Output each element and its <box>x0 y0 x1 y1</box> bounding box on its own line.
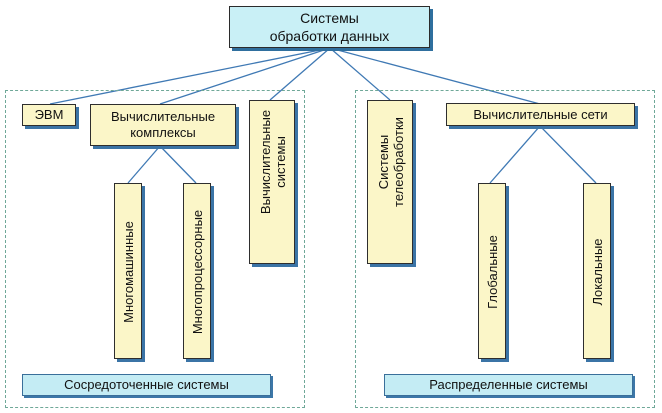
node-global-label: Глобальные <box>484 235 500 309</box>
left-group-frame <box>5 90 305 408</box>
node-evm-label: ЭВМ <box>34 107 64 122</box>
node-computing-networks-label: Вычислительные сети <box>473 106 608 122</box>
root-node-line2: обработки данных <box>269 28 390 44</box>
right-group-caption-text: Распределенные системы <box>429 377 588 392</box>
node-teleprocessing: Системы телеобработки <box>367 100 413 264</box>
node-computing-complexes-line1: Вычислительные <box>110 109 216 124</box>
connector-complexes-multi-processor <box>159 145 197 184</box>
node-computing-systems: Вычислительные системы <box>249 100 295 264</box>
node-global: Глобальные <box>478 183 506 359</box>
connector-networks-global <box>489 125 541 184</box>
node-local-label: Локальные <box>589 238 605 306</box>
node-local: Локальные <box>583 183 611 359</box>
connector-complexes-multi-machine <box>127 145 161 184</box>
node-teleprocessing-line1: Системы <box>376 134 391 190</box>
node-teleprocessing-line2: телеобработки <box>391 117 406 207</box>
connector-root-computing-systems <box>269 47 331 101</box>
node-multi-processor-label: Многопроцессорные <box>189 209 205 335</box>
node-multi-machine: Многомашинные <box>114 183 142 359</box>
node-multi-machine-label: Многомашинные <box>120 221 136 323</box>
connector-root-networks <box>329 47 541 105</box>
node-evm: ЭВМ <box>22 104 76 126</box>
left-group-caption-text: Сосредоточенные системы <box>64 377 229 392</box>
right-group-frame <box>355 90 655 408</box>
node-computing-systems-line1: Вычислительные <box>258 109 273 215</box>
root-node-line1: Системы <box>300 10 359 26</box>
connector-networks-local <box>539 125 597 184</box>
root-node: Системы обработки данных <box>229 6 430 48</box>
node-computing-systems-line2: системы <box>273 136 288 188</box>
connector-root-teleprocessing <box>329 47 391 101</box>
node-multi-processor: Многопроцессорные <box>183 183 211 359</box>
connector-root-evm <box>49 47 331 105</box>
connector-root-complexes <box>159 47 331 105</box>
node-computing-complexes-line2: комплексы <box>130 125 196 140</box>
node-computing-networks: Вычислительные сети <box>446 103 635 126</box>
right-group-caption: Распределенные системы <box>384 374 633 396</box>
left-group-caption: Сосредоточенные системы <box>22 374 271 396</box>
node-computing-complexes: Вычислительные комплексы <box>90 104 236 146</box>
